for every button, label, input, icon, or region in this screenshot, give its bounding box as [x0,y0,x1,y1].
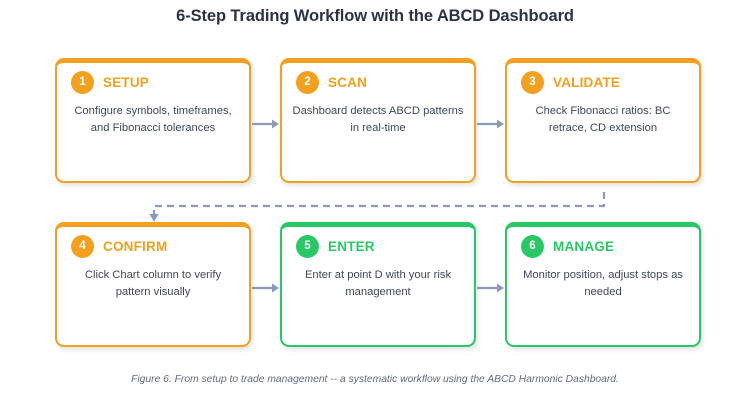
step-title-6: MANAGE [553,239,615,254]
step-title-5: ENTER [328,239,375,254]
arrow-step1-to-step2-icon [252,119,279,129]
step-card-2[interactable]: 2 SCAN Dashboard detects ABCD patterns i… [280,58,476,183]
step-card-6-header: 6 MANAGE [521,235,614,258]
step-title-2: SCAN [328,75,368,90]
step-number-badge-2: 2 [296,71,319,94]
page-title: 6-Step Trading Workflow with the ABCD Da… [176,7,574,25]
step-card-5[interactable]: 5 ENTER Enter at point D with your risk … [280,222,476,347]
step-card-2-header: 2 SCAN [296,71,367,94]
step-number-badge-3: 3 [521,71,544,94]
step-description-2: Dashboard detects ABCD patterns in real-… [292,105,464,134]
step-card-6[interactable]: 6 MANAGE Monitor position, adjust stops … [505,222,701,347]
step-description-3: Check Fibonacci ratios: BC retrace, CD e… [535,105,671,134]
arrow-step2-to-step3-icon [477,119,504,129]
step-description-4: Click Chart column to verify pattern vis… [84,269,222,298]
step-card-1-header: 1 SETUP [71,71,149,94]
step-card-5-header: 5 ENTER [296,235,375,258]
arrow-step5-to-step6-icon [477,283,504,293]
figure-caption: Figure 6. From setup to trade management… [131,374,619,385]
step-title-1: SETUP [103,75,150,90]
step-title-4: CONFIRM [103,239,168,254]
arrow-step4-to-step5-icon [252,283,279,293]
step-description-1: Configure symbols, timeframes, and Fibon… [74,105,232,134]
step-description-5: Enter at point D with your risk manageme… [304,269,452,298]
step-card-3[interactable]: 3 VALIDATE Check Fibonacci ratios: BC re… [505,58,701,183]
step-card-1[interactable]: 1 SETUP Configure symbols, timeframes, a… [55,58,251,183]
step-number-badge-6: 6 [521,235,544,258]
step-title-3: VALIDATE [553,75,621,90]
step-description-6: Monitor position, adjust stops as needed [523,269,683,298]
step-number-badge-4: 4 [71,235,94,258]
step-number-badge-1: 1 [71,71,94,94]
arrow-step3-to-step4-icon [149,192,606,222]
step-card-4[interactable]: 4 CONFIRM Click Chart column to verify p… [55,222,251,347]
step-card-4-header: 4 CONFIRM [71,235,167,258]
step-number-badge-5: 5 [296,235,319,258]
step-card-3-header: 3 VALIDATE [521,71,620,94]
